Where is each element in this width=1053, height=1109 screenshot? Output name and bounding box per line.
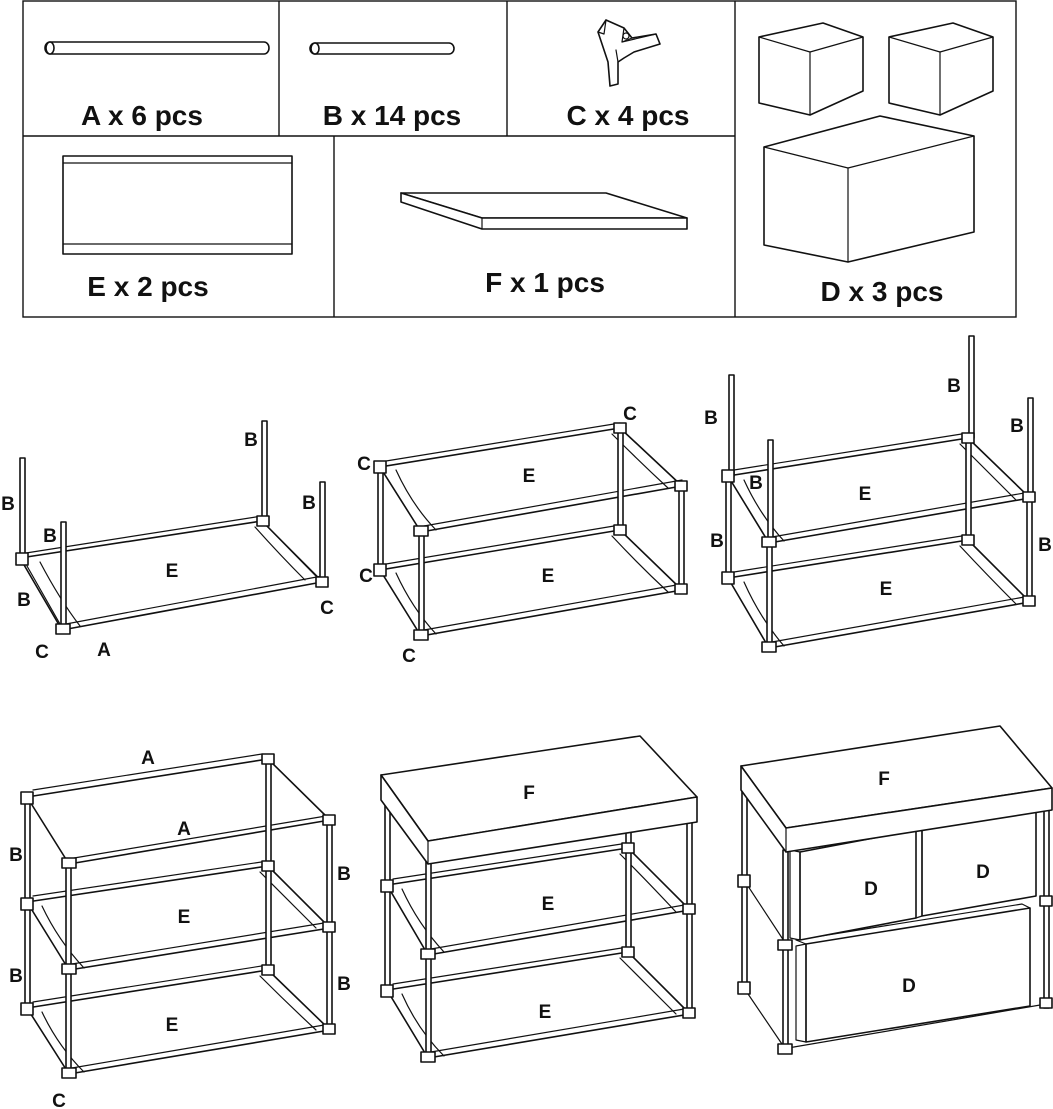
step-4-label-b-upper-left: B [9,845,23,866]
part-a-tube-icon [44,41,270,55]
step-2-label-e-top: E [523,466,536,487]
part-c-label: C x 4 pcs [567,100,690,131]
step-6-label-d-right: D [976,862,990,883]
step-3-label-e-top: E [859,484,872,505]
step-1-label-c-right: C [320,598,334,619]
step-1-label-e: E [166,561,179,582]
part-d-boxes-icon [758,22,994,263]
step-6-diagram [737,725,1053,1055]
part-f-label: F x 1 pcs [485,267,605,298]
step-1-label-b-back: B [244,430,258,451]
step-4-label-b-lower-left: B [9,966,23,987]
part-b-tube-icon [309,42,455,55]
step-5-diagram [380,735,698,1063]
step-2-label-c-mid-left: C [359,566,373,587]
step-4-label-b-upper-right: B [337,864,351,885]
step-6-label-f: F [878,769,890,790]
step-2-diagram [373,422,688,641]
step-4-label-a-back: A [141,748,155,769]
step-1-label-b-left: B [1,494,15,515]
step-5-label-f: F [523,783,535,804]
step-5-label-e-bottom: E [539,1002,552,1023]
step-4-diagram [20,753,336,1079]
step-3-diagram [721,335,1036,653]
step-5-label-e-middle: E [542,894,555,915]
step-1-label-c-front: C [35,642,49,663]
step-1-label-b-side: B [17,590,31,611]
step-3-label-e-bottom: E [880,579,893,600]
parts-table [22,0,1017,318]
step-3-label-b-mid-left: B [710,531,724,552]
step-1-diagram [15,420,329,635]
step-2-label-e-bottom: E [542,566,555,587]
step-3-label-b-mid-right: B [1038,535,1052,556]
part-e-label: E x 2 pcs [87,271,208,302]
step-3-label-b-inner: B [749,473,763,494]
part-b-label: B x 14 pcs [323,100,462,131]
part-a-label: A x 6 pcs [81,100,203,131]
step-4-label-e-bottom: E [166,1015,179,1036]
step-6-label-d-bottom: D [902,976,916,997]
step-2-label-c-top-left: C [357,454,371,475]
step-6-label-d-left: D [864,879,878,900]
step-4-label-c: C [52,1091,66,1109]
step-4-label-a-front: A [177,819,191,840]
step-3-label-b-top-left: B [704,408,718,429]
part-d-label: D x 3 pcs [821,276,944,307]
part-c-connector-icon [597,19,661,87]
step-2-label-c-top-right: C [623,404,637,425]
step-3-label-b-top-back: B [947,376,961,397]
step-2-label-c-bottom: C [402,646,416,667]
step-4-label-e-middle: E [178,907,191,928]
step-3-label-b-top-right: B [1010,416,1024,437]
step-1-label-b-inner: B [43,526,57,547]
part-e-shelf-icon [62,155,293,255]
part-f-board-icon [400,192,688,230]
step-4-label-b-lower-right: B [337,974,351,995]
step-1-label-a: A [97,640,111,661]
step-1-label-b-right: B [302,493,316,514]
